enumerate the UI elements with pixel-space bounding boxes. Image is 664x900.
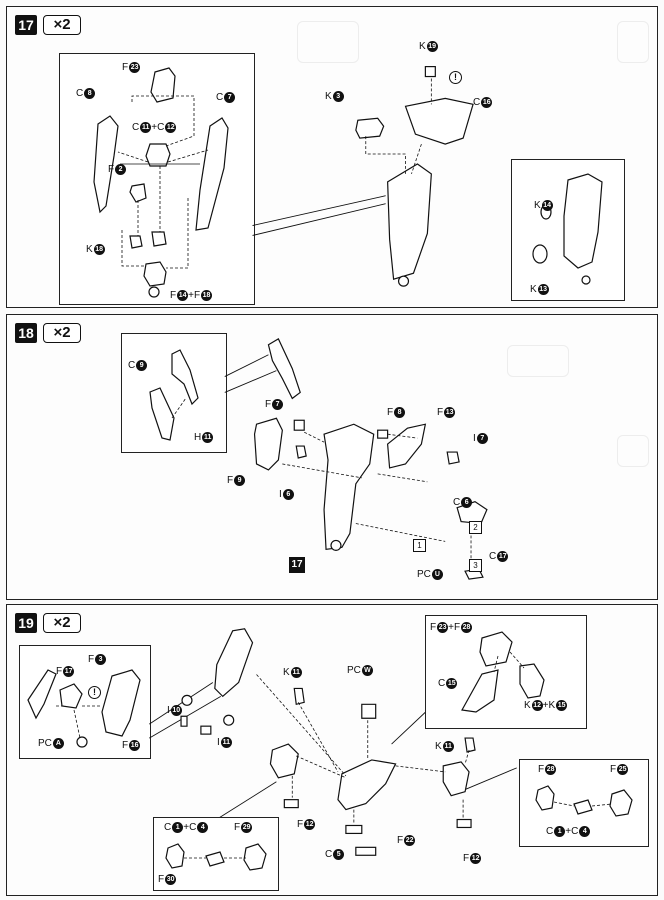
step-number: 19 (15, 613, 37, 633)
background-watermark (507, 345, 569, 377)
hip-joint-right-drawing (535, 785, 633, 817)
knee-detail-drawing (532, 173, 603, 285)
quantity-multiplier: ×2 (43, 613, 81, 633)
leg-frame-assembly-drawing (93, 67, 229, 298)
step-number: 17 (15, 15, 37, 35)
step-17-panel: 17 ×2 (6, 6, 658, 308)
caution-icon: ! (88, 686, 101, 699)
background-watermark (297, 21, 359, 63)
step-number: 18 (15, 323, 37, 343)
order-marker-2: 2 (469, 521, 482, 534)
order-marker-3: 3 (469, 559, 482, 572)
step-18-main-drawing (224, 337, 488, 580)
order-marker-1: 1 (413, 539, 426, 552)
step-reference-17: 17 (289, 557, 305, 573)
caution-icon: ! (449, 71, 462, 84)
step-19-main-drawing (149, 628, 517, 856)
background-watermark (617, 435, 649, 467)
quantity-multiplier: ×2 (43, 323, 81, 343)
foot-armor-drawing (461, 631, 545, 713)
shin-armor-drawing (27, 669, 141, 748)
step-17-main-drawing (252, 66, 474, 287)
quantity-multiplier: ×2 (43, 15, 81, 35)
background-watermark (617, 21, 649, 63)
hip-joint-left-drawing (165, 843, 267, 871)
thigh-armor-drawing (149, 349, 199, 441)
